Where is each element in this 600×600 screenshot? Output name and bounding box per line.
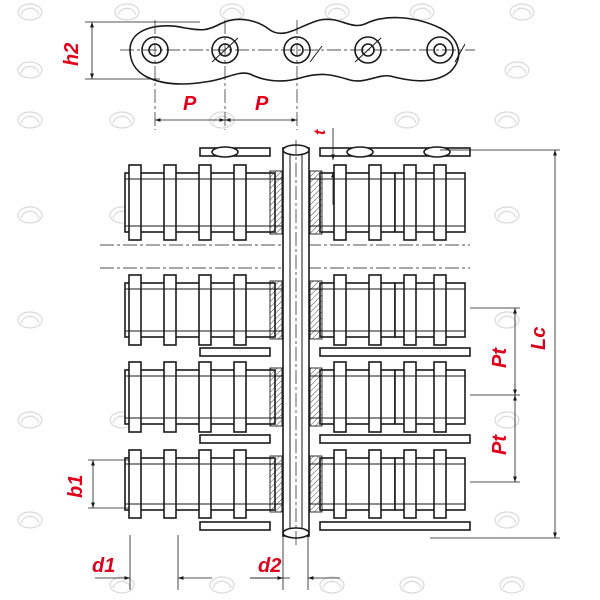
watermark-logo xyxy=(494,111,520,129)
roller xyxy=(198,449,212,519)
roller xyxy=(233,361,247,433)
watermark-logo xyxy=(17,411,43,429)
link-plate-section xyxy=(269,280,283,340)
pin-head xyxy=(346,146,374,158)
pt-dimension xyxy=(470,307,520,483)
chain-strand xyxy=(124,164,466,241)
watermark-logo xyxy=(219,3,245,21)
watermark-logo xyxy=(17,511,43,529)
roller xyxy=(128,361,142,433)
pt-label-lower: Pt xyxy=(489,434,511,455)
roller xyxy=(128,449,142,519)
inner-link-plate xyxy=(319,369,396,425)
roller xyxy=(163,164,177,241)
watermark-logo xyxy=(17,311,43,329)
watermark-logo xyxy=(114,3,140,21)
watermark-logo xyxy=(17,206,43,224)
outer-link-plate xyxy=(319,347,471,357)
watermark-logo xyxy=(494,511,520,529)
watermark-logo xyxy=(499,576,525,594)
roller xyxy=(433,274,447,346)
roller xyxy=(368,274,382,346)
watermark-logo xyxy=(17,61,43,79)
watermark-logo xyxy=(509,3,535,21)
lc-dimension xyxy=(430,149,560,539)
link-plate-section xyxy=(269,455,283,513)
outer-link-plate xyxy=(319,147,471,157)
pin-head xyxy=(211,146,239,158)
roller xyxy=(233,274,247,346)
pin-head xyxy=(423,146,451,158)
roller xyxy=(128,274,142,346)
roller xyxy=(198,274,212,346)
roller xyxy=(163,274,177,346)
roller xyxy=(163,361,177,433)
roller xyxy=(433,449,447,519)
b1-label: b1 xyxy=(65,475,87,498)
roller xyxy=(403,361,417,433)
roller xyxy=(368,164,382,241)
d1-label: d1 xyxy=(92,555,115,577)
watermark-logo xyxy=(494,206,520,224)
inner-link-plate xyxy=(319,282,396,338)
roller xyxy=(403,164,417,241)
roller xyxy=(368,449,382,519)
watermark-logo xyxy=(209,576,235,594)
chain-strand xyxy=(124,361,466,433)
lc-label: Lc xyxy=(528,327,550,350)
pitch-label-right: P xyxy=(255,93,269,115)
link-plate-section xyxy=(309,367,323,427)
roller xyxy=(233,449,247,519)
pt-label-upper: Pt xyxy=(489,347,511,368)
roller xyxy=(163,449,177,519)
roller xyxy=(198,164,212,241)
outer-link-plate xyxy=(199,521,271,531)
outer-link-plate xyxy=(319,521,471,531)
inner-link-plate xyxy=(319,172,396,233)
t-label: t xyxy=(312,129,329,135)
diameter-dimensions xyxy=(95,535,340,590)
link-plate-section xyxy=(269,367,283,427)
watermark-logo xyxy=(409,3,435,21)
chain-strand xyxy=(124,274,466,346)
watermark-logo xyxy=(17,3,43,21)
link-plate-section xyxy=(309,280,323,340)
inner-link-plate xyxy=(319,457,396,511)
d2-label: d2 xyxy=(258,555,281,577)
roller xyxy=(333,274,347,346)
roller xyxy=(433,361,447,433)
watermark-logo xyxy=(504,61,530,79)
watermark-logo xyxy=(17,111,43,129)
watermark-logo xyxy=(319,576,345,594)
watermark-logo xyxy=(399,576,425,594)
watermark-layer xyxy=(17,3,535,594)
chain-top-view xyxy=(100,140,471,545)
roller xyxy=(403,449,417,519)
outer-link-plate xyxy=(199,434,271,444)
watermark-logo xyxy=(394,111,420,129)
h2-dimension xyxy=(85,21,200,80)
watermark-logo xyxy=(109,111,135,129)
chain-side-view xyxy=(120,16,475,130)
roller xyxy=(198,361,212,433)
outer-link-plate xyxy=(199,347,271,357)
link-plate-section xyxy=(309,455,323,513)
roller xyxy=(333,164,347,241)
h2-label: h2 xyxy=(61,43,83,66)
roller xyxy=(403,274,417,346)
roller xyxy=(128,164,142,241)
b1-dimension xyxy=(88,459,130,509)
roller xyxy=(233,164,247,241)
link-plate-section xyxy=(309,170,323,235)
outer-link-plate xyxy=(319,434,471,444)
roller xyxy=(333,361,347,433)
roller xyxy=(433,164,447,241)
roller xyxy=(333,449,347,519)
watermark-logo xyxy=(324,3,350,21)
pitch-label-left: P xyxy=(183,93,197,115)
chain-strand xyxy=(124,449,466,519)
link-plate-section xyxy=(269,170,283,235)
roller xyxy=(368,361,382,433)
